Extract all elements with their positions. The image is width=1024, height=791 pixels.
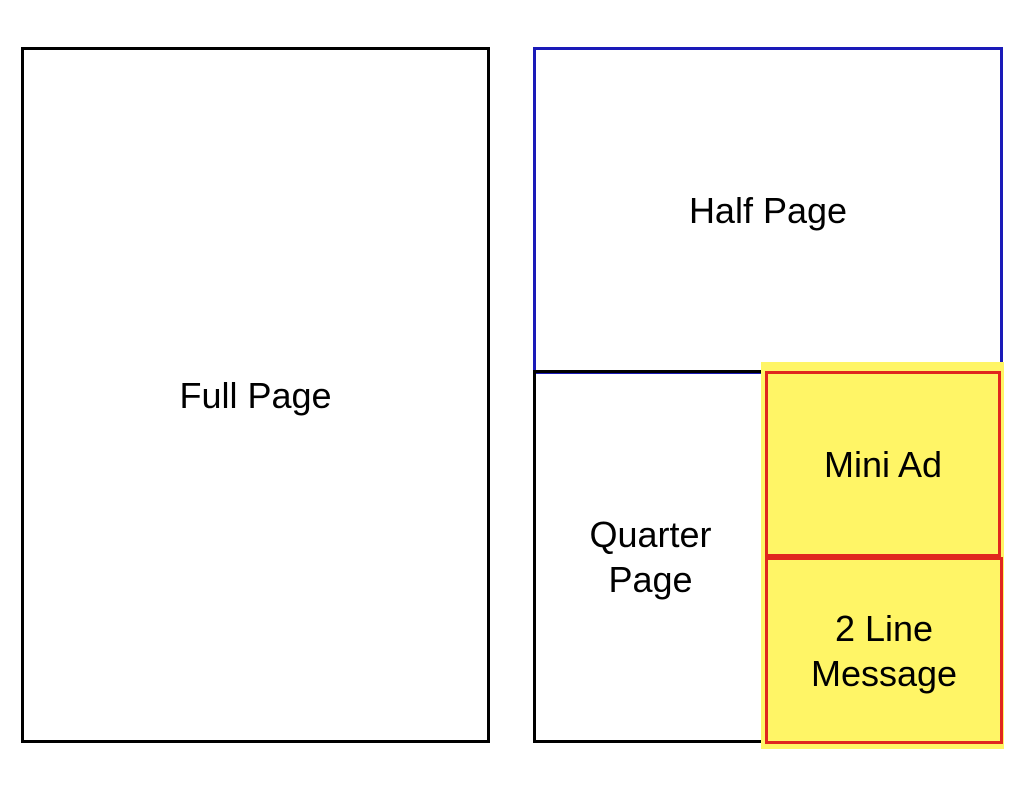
- two-line-message-label-line-1: 2 Line: [834, 607, 934, 649]
- half-page-block: Half Page: [533, 47, 1003, 374]
- two-line-message-label: 2 Line Message: [811, 606, 957, 696]
- quarter-page-label: Quarter Page: [589, 512, 711, 602]
- two-line-message-label-line-2: Message: [810, 652, 958, 694]
- quarter-page-label-line-1: Quarter: [589, 513, 712, 555]
- quarter-page-label-line-2: Page: [608, 558, 693, 600]
- half-page-label: Half Page: [688, 190, 848, 231]
- two-line-message-block: 2 Line Message: [765, 557, 1003, 744]
- full-page-label: Full Page: [179, 374, 332, 416]
- quarter-page-block: Quarter Page: [533, 370, 768, 743]
- mini-ad-block: Mini Ad: [765, 371, 1001, 557]
- mini-ad-label: Mini Ad: [823, 443, 943, 485]
- full-page-block: Full Page: [21, 47, 490, 743]
